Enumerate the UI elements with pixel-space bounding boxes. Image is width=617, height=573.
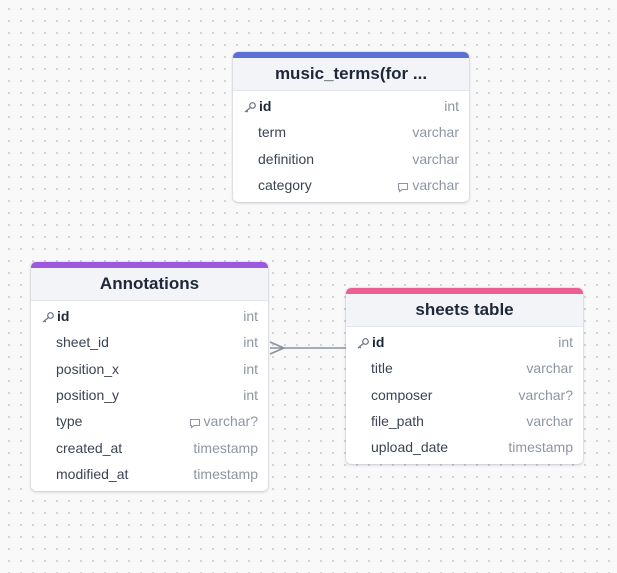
table-accent-bar	[346, 288, 583, 294]
field-type-text: varchar?	[518, 386, 573, 403]
field-type: varchar	[526, 360, 573, 376]
field-row-position-y[interactable]: position_y int	[31, 382, 268, 408]
field-type-text: varchar	[412, 124, 459, 141]
field-type-text: varchar?	[203, 413, 258, 430]
field-type-text: timestamp	[193, 439, 258, 456]
field-type-text: int	[243, 334, 258, 351]
field-name: category	[243, 177, 312, 193]
table-title[interactable]: Annotations	[31, 268, 268, 301]
field-name: composer	[356, 387, 432, 403]
primary-key-icon	[41, 310, 55, 323]
field-name: upload_date	[356, 439, 448, 455]
field-name: position_y	[41, 387, 119, 403]
primary-key-icon	[243, 100, 257, 113]
field-row-title[interactable]: title varchar	[346, 355, 583, 381]
field-type: timestamp	[193, 440, 258, 456]
note-icon[interactable]	[397, 180, 409, 192]
field-row-file-path[interactable]: file_path varchar	[346, 408, 583, 434]
field-name-text: composer	[371, 386, 433, 403]
table-accent-bar	[31, 262, 268, 268]
field-name: position_x	[41, 361, 119, 377]
field-row-sheet-id[interactable]: sheet_id int	[31, 329, 268, 355]
field-type: timestamp	[508, 439, 573, 455]
table-title[interactable]: sheets table	[346, 294, 583, 327]
field-type-text: varchar	[526, 360, 573, 377]
field-row-term[interactable]: term varchar	[233, 119, 469, 145]
field-name-text: term	[258, 124, 286, 141]
field-type: varchar?	[519, 387, 573, 403]
field-name-text: upload_date	[371, 439, 449, 456]
field-row-id[interactable]: id int	[346, 329, 583, 355]
crows-foot-many-icon	[269, 341, 285, 355]
field-row-category[interactable]: category varchar	[233, 172, 469, 198]
field-row-created-at[interactable]: created_at timestamp	[31, 434, 268, 460]
field-row-upload-date[interactable]: upload_date timestamp	[346, 434, 583, 460]
field-type: int	[243, 361, 258, 377]
table-accent-bar	[233, 52, 469, 58]
field-name: sheet_id	[41, 334, 109, 350]
field-name-text: type	[56, 413, 83, 430]
field-name-text: category	[258, 177, 312, 194]
field-name-text: sheet_id	[56, 334, 109, 351]
field-name: id	[356, 334, 384, 350]
field-type: int	[444, 98, 459, 114]
field-type-text: int	[243, 308, 258, 325]
field-row-definition[interactable]: definition varchar	[233, 146, 469, 172]
field-name-text: definition	[258, 150, 315, 167]
field-name-text: position_y	[56, 387, 120, 404]
field-type: int	[243, 387, 258, 403]
field-name-text: id	[57, 308, 70, 325]
field-type-text: varchar	[412, 150, 459, 167]
field-row-composer[interactable]: composer varchar?	[346, 382, 583, 408]
field-type: varchar	[412, 124, 459, 140]
field-type: int	[243, 308, 258, 324]
field-type: timestamp	[193, 466, 258, 482]
field-name: title	[356, 360, 393, 376]
table-sheets[interactable]: sheets table id int title varchar composer va…	[346, 288, 583, 465]
primary-key-icon	[356, 336, 370, 349]
field-type-text: int	[444, 98, 459, 115]
field-name: modified_at	[41, 466, 128, 482]
note-icon[interactable]	[189, 416, 201, 429]
field-name-text: modified_at	[56, 465, 129, 482]
field-type: varchar	[397, 177, 459, 193]
field-name-text: file_path	[371, 413, 424, 430]
field-name: created_at	[41, 440, 122, 456]
field-row-id[interactable]: id int	[233, 93, 469, 119]
field-type: int	[558, 334, 573, 350]
field-name-text: id	[259, 98, 272, 115]
field-type-text: timestamp	[193, 465, 258, 482]
field-type: varchar?	[189, 413, 258, 429]
field-name-text: created_at	[56, 439, 123, 456]
table-title[interactable]: music_terms(for ...	[233, 58, 469, 91]
field-type: int	[243, 334, 258, 350]
field-type-text: varchar	[526, 413, 573, 430]
field-row-type[interactable]: type varchar?	[31, 408, 268, 434]
field-name: file_path	[356, 413, 424, 429]
field-type: varchar	[526, 413, 573, 429]
field-type-text: int	[243, 360, 258, 377]
field-type-text: varchar	[412, 177, 459, 194]
field-row-position-x[interactable]: position_x int	[31, 356, 268, 382]
field-type-text: timestamp	[508, 439, 573, 456]
field-name-text: position_x	[56, 360, 120, 377]
field-type-text: int	[558, 334, 573, 351]
field-name: term	[243, 124, 286, 140]
field-name: definition	[243, 151, 314, 167]
field-name: id	[243, 98, 271, 114]
field-row-id[interactable]: id int	[31, 303, 268, 329]
field-name-text: id	[372, 334, 385, 351]
field-name-text: title	[371, 360, 393, 377]
field-row-modified-at[interactable]: modified_at timestamp	[31, 461, 268, 487]
field-type: varchar	[412, 151, 459, 167]
field-name: id	[41, 308, 69, 324]
field-name: type	[41, 413, 82, 429]
field-type-text: int	[243, 387, 258, 404]
